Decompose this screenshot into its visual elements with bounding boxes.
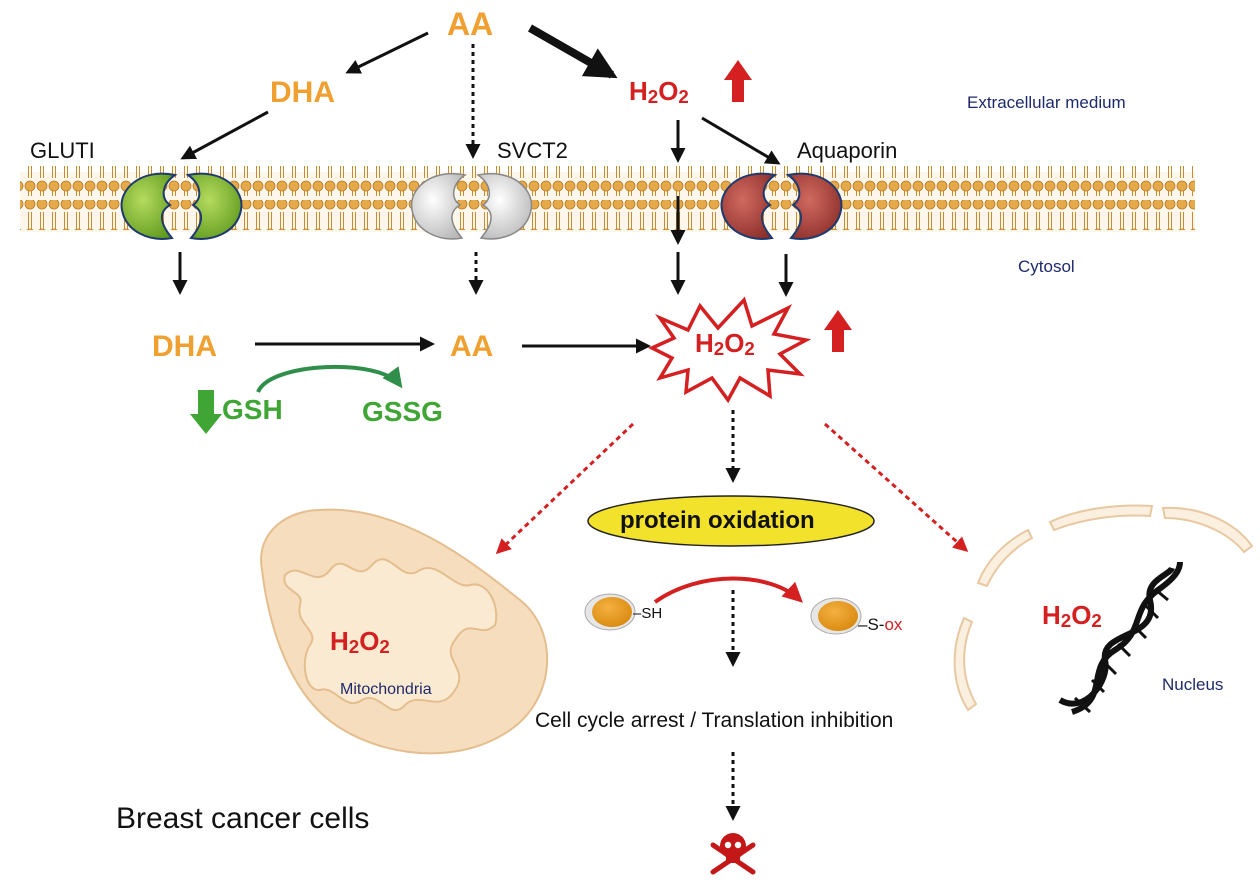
mitochondria-label: Mitochondria <box>340 681 432 698</box>
s-ox-label: –S-ox <box>858 615 903 634</box>
protein-reduced <box>584 593 636 631</box>
gsh-label: GSH <box>222 394 283 425</box>
breast-cancer-cells-label: Breast cancer cells <box>116 802 370 835</box>
gluti-label: GLUTI <box>30 138 95 163</box>
svct2-transporter <box>410 172 533 240</box>
dha-cytosol-label: DHA <box>152 330 217 363</box>
protein-oxidation-ellipse <box>587 495 875 547</box>
gsh-gssg-arrow <box>190 364 403 434</box>
aquaporin-label: Aquaporin <box>797 138 898 163</box>
aa-extracellular-label: AA <box>447 6 494 42</box>
dha-extracellular-label: DHA <box>270 76 335 109</box>
svct2-label: SVCT2 <box>497 138 568 163</box>
h2o2-cytosol-label: H2O2 <box>695 328 755 359</box>
up-arrow-cytosol <box>824 310 852 352</box>
nucleus-label: Nucleus <box>1162 675 1224 694</box>
protein-oxidized <box>810 597 862 635</box>
protein-oxidation-label: protein oxidation <box>620 507 815 534</box>
top-arrows <box>180 24 781 165</box>
glut1-transporter <box>120 172 243 240</box>
cell-cycle-label: Cell cycle arrest / Translation inhibiti… <box>535 709 894 732</box>
cytosol-arrows <box>255 336 651 354</box>
cytosol-label: Cytosol <box>1018 257 1075 276</box>
mitochondrion <box>260 508 549 755</box>
up-arrow-extracellular <box>724 60 752 102</box>
h2o2-starburst <box>647 296 812 404</box>
gssg-label: GSSG <box>362 396 443 427</box>
nuclear-envelope <box>953 504 1254 712</box>
aquaporin-channel <box>720 172 843 240</box>
h2o2-extracellular-label: H2O2 <box>629 76 689 107</box>
membrane-arrows <box>172 196 794 297</box>
h2o2-mitochondria-label: H2O2 <box>330 626 390 657</box>
downstream-arrows <box>495 410 969 821</box>
extracellular-medium-label: Extracellular medium <box>967 93 1126 112</box>
h2o2-nucleus-label: H2O2 <box>1042 600 1102 631</box>
dna-helix <box>1058 561 1183 715</box>
aa-cytosol-label: AA <box>450 330 494 363</box>
sh-group-label: –SH <box>633 605 663 622</box>
skull-crossbones-icon <box>710 833 756 875</box>
